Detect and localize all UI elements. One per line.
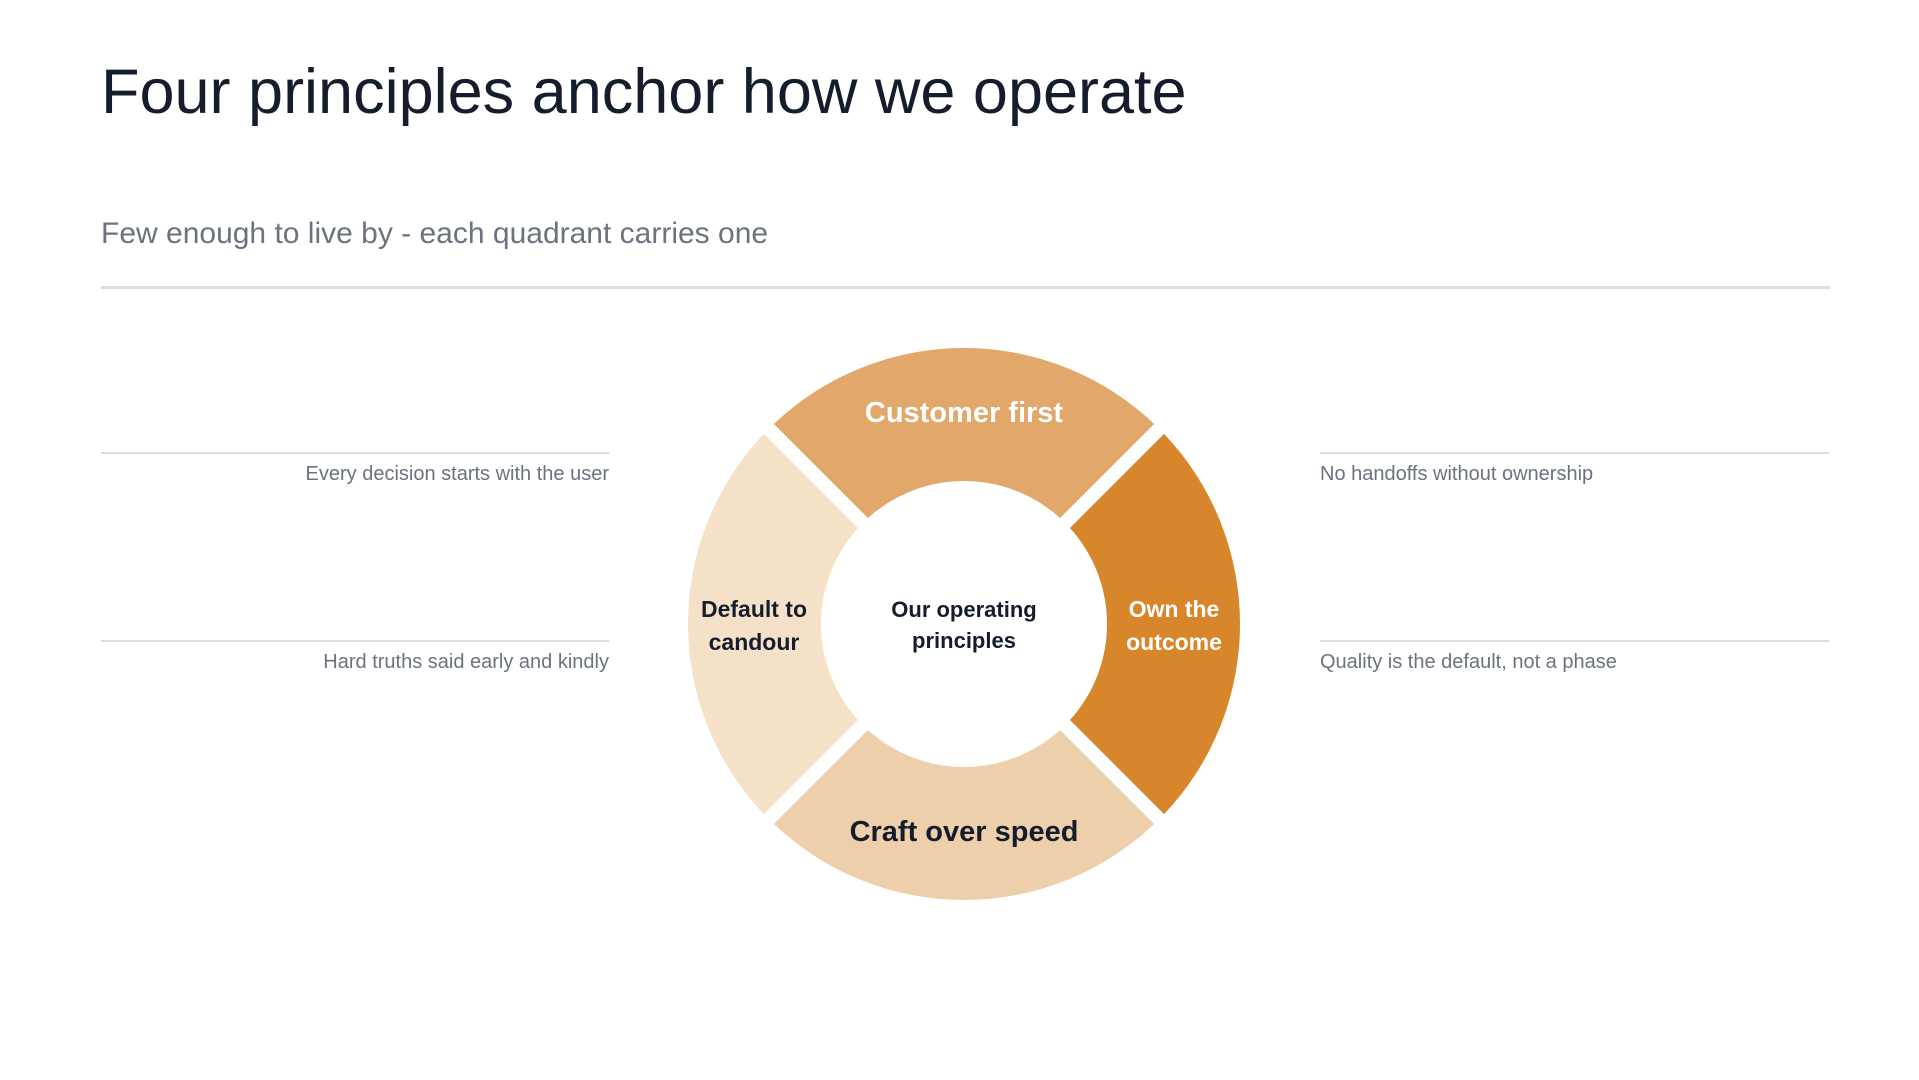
note-left-bottom: Hard truths said early and kindly xyxy=(323,651,609,673)
note-line-left-bottom xyxy=(101,640,609,642)
segment-label-default-to-line1: Default to xyxy=(701,596,807,622)
note-right-bottom: Quality is the default, not a phase xyxy=(1320,651,1617,673)
segment-own-the-outcome xyxy=(1069,433,1240,815)
note-line-right-top xyxy=(1320,452,1829,454)
segment-labels: Customer first Own the outcome Craft ove… xyxy=(701,397,1222,848)
segment-craft-over-speed xyxy=(773,729,1155,900)
note-right-top: No handoffs without ownership xyxy=(1320,463,1594,485)
center-label: Our operating principles xyxy=(891,597,1036,653)
slide-subtitle: Few enough to live by - each quadrant ca… xyxy=(101,217,769,250)
note-left-top: Every decision starts with the user xyxy=(305,463,609,485)
segment-customer-first xyxy=(773,347,1155,519)
segment-label-craft-over-speed: Craft over speed xyxy=(850,816,1079,848)
center-label-line2: principles xyxy=(912,628,1016,653)
segment-label-own-the-line2: outcome xyxy=(1126,629,1222,655)
segment-label-default-to-line2: candour xyxy=(709,629,800,655)
ring-segments xyxy=(688,347,1240,900)
note-line-right-bottom xyxy=(1320,640,1829,642)
header-divider xyxy=(101,286,1830,289)
note-line-left-top xyxy=(101,452,609,454)
segment-label-own-the-line1: Own the xyxy=(1129,596,1220,622)
center-label-line1: Our operating xyxy=(891,597,1036,622)
slide-title: Four principles anchor how we operate xyxy=(101,57,1187,127)
segment-label-customer-first: Customer first xyxy=(865,397,1064,429)
segment-default-to-candour xyxy=(688,433,859,815)
